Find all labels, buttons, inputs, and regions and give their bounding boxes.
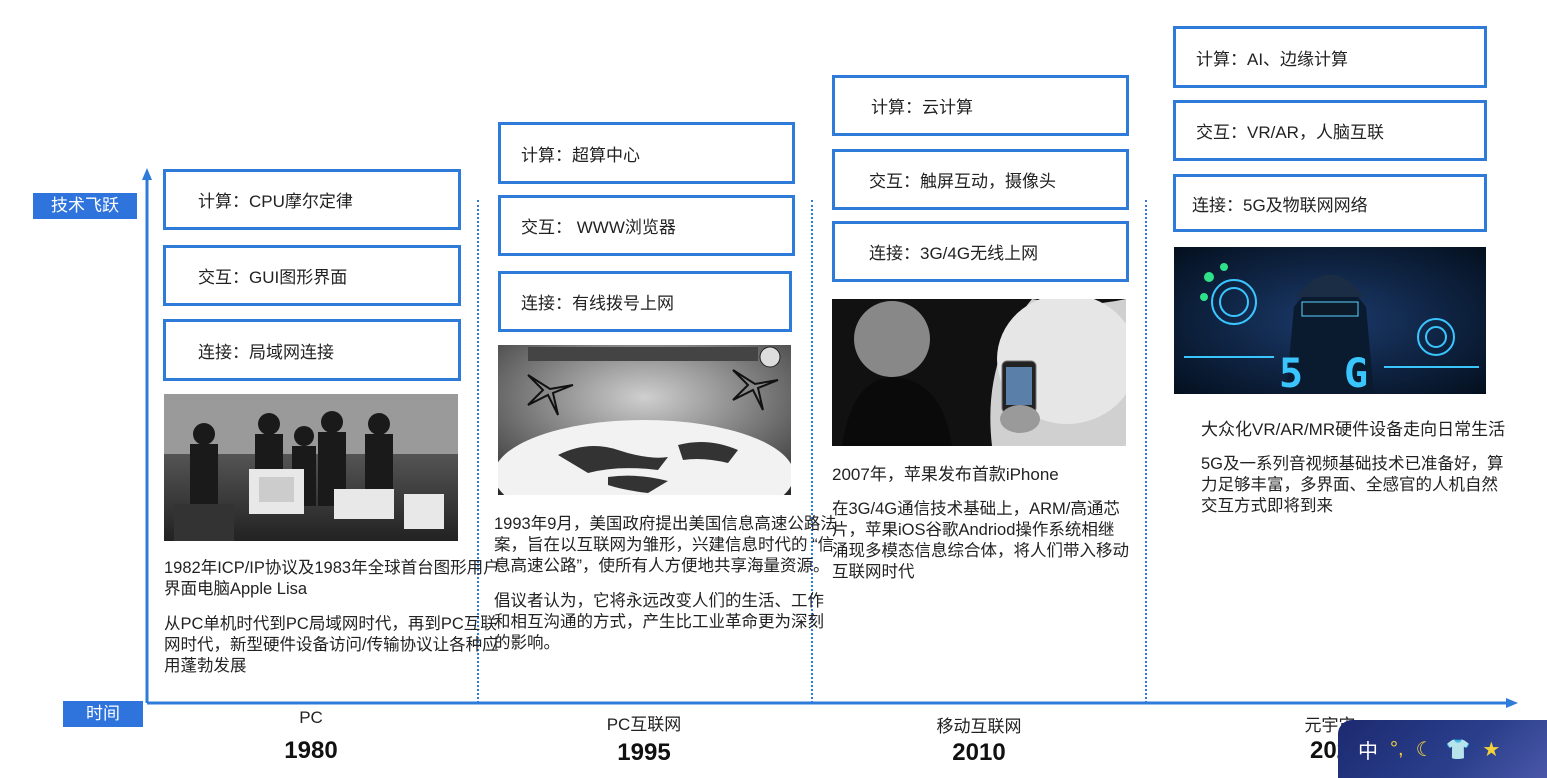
pc-connect-box: 连接：局域网连接 [163,319,461,381]
mobile-compute-text: 计算：云计算 [871,98,973,117]
pc-compute-box: 计算：CPU摩尔定律 [163,169,461,230]
pci-desc-1: 1993年9月，美国政府提出美国信息高速公路法案，旨在以互联网为雏形，兴建信息时… [494,515,837,575]
y-axis-label: 技术飞跃 [33,193,137,219]
mobile-era-name: 移动互联网 [936,717,1022,736]
era-divider [477,200,479,703]
mobile-interact-text: 交互：触屏互动，摄像头 [869,172,1056,191]
pc-interact-text: 交互：GUI图形界面 [198,268,348,287]
pc-photo [164,394,458,541]
pci-era-year: 1995 [617,739,671,766]
pc-era-year: 1980 [284,737,338,764]
pc-connect-text: 连接：局域网连接 [198,342,334,362]
mobile-photo [832,299,1126,446]
pci-compute-text: 计算：超算中心 [521,145,640,165]
pci-interact-box: 交互： WWW浏览器 [498,195,795,256]
shirt-icon[interactable]: 👕 [1445,738,1471,761]
x-axis-label: 时间 [63,701,143,727]
ime-toolbar[interactable]: 中 °, ☾ 👕 ★ [1338,720,1547,778]
mobile-desc-1: 2007年，苹果发布首款iPhone [832,465,1059,484]
pc-desc-1: 1982年ICP/IP协议及1983年全球首台图形用户界面电脑Apple Lis… [164,559,500,598]
meta-photo: 5 G [1174,247,1486,394]
pci-connect-text: 连接：有线拨号上网 [521,294,674,313]
meta-desc-1: 大众化VR/AR/MR硬件设备走向日常生活 [1201,420,1506,439]
pci-era-name: PC互联网 [606,715,682,734]
svg-text:G: G [1344,351,1368,394]
pc-desc-2: 从PC单机时代到PC局域网时代，再到PC互联网时代，新型硬件设备访问/传输协议让… [164,615,499,675]
meta-interact-box: 交互：VR/AR，人脑互联 [1173,100,1487,161]
meta-connect-box: 连接：5G及物联网网络 [1173,174,1487,232]
ime-mode-button[interactable]: 中 [1358,740,1378,763]
pc-description: 1982年ICP/IP协议及1983年全球首台图形用户界面电脑Apple Lis… [164,558,504,691]
meta-description: 大众化VR/AR/MR硬件设备走向日常生活 5G及一系列音视频基础技术已准备好，… [1201,419,1511,531]
mobile-description: 2007年，苹果发布首款iPhone 在3G/4G通信技术基础上，ARM/高通芯… [832,464,1130,597]
pci-desc-2: 倡议者认为，它将永远改变人们的生活、工作和相互沟通的方式，产生比工业革命更为深刻… [494,592,824,652]
mobile-compute-box: 计算：云计算 [832,75,1129,136]
mobile-era-year: 2010 [952,739,1006,766]
meta-connect-text: 连接：5G及物联网网络 [1192,195,1368,215]
punctuation-icon[interactable]: °, [1390,737,1404,760]
mobile-connect-text: 连接：3G/4G无线上网 [869,244,1039,263]
mobile-interact-box: 交互：触屏互动，摄像头 [832,149,1129,210]
mobile-connect-box: 连接：3G/4G无线上网 [832,221,1129,282]
pci-description: 1993年9月，美国政府提出美国信息高速公路法案，旨在以互联网为雏形，兴建信息时… [494,514,839,668]
meta-interact-text: 交互：VR/AR，人脑互联 [1196,123,1384,142]
era-divider [811,200,813,703]
mobile-desc-2: 在3G/4G通信技术基础上，ARM/高通芯片，苹果iOS谷歌Andriod操作系… [832,500,1129,581]
pci-compute-box: 计算：超算中心 [498,122,795,184]
star-icon[interactable]: ★ [1482,738,1501,761]
pc-interact-box: 交互：GUI图形界面 [163,245,461,306]
pci-photo [498,345,791,495]
pci-connect-box: 连接：有线拨号上网 [498,271,792,332]
pc-era-name: PC [299,708,323,727]
moon-icon[interactable]: ☾ [1415,738,1434,761]
era-divider [1145,200,1147,703]
pci-interact-text: 交互： WWW浏览器 [521,218,676,237]
meta-compute-box: 计算：AI、边缘计算 [1173,26,1487,88]
svg-text:5: 5 [1279,351,1303,394]
meta-desc-2: 5G及一系列音视频基础技术已准备好，算力足够丰富，多界面、全感官的人机自然交互方… [1201,455,1504,515]
pc-compute-text: 计算：CPU摩尔定律 [198,192,353,211]
meta-compute-text: 计算：AI、边缘计算 [1196,49,1349,69]
